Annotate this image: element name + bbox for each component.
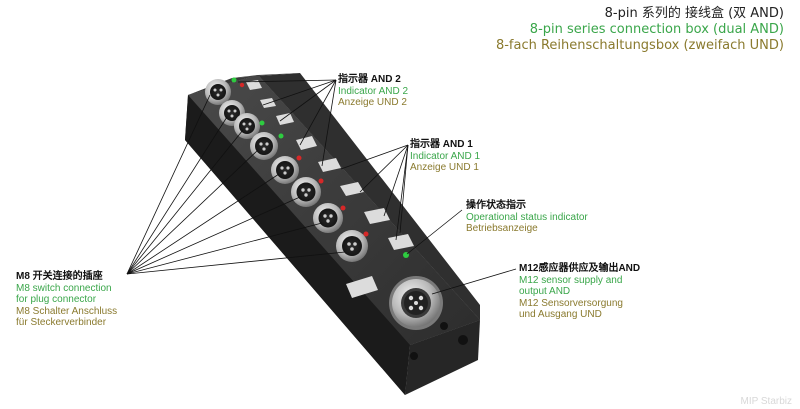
label-status-en: Operational status indicator bbox=[466, 211, 588, 223]
led-red bbox=[318, 178, 324, 184]
label-m8-de-line2: für Steckerverbinder bbox=[16, 317, 107, 328]
label-operational-status: 操作状态指示 Operational status indicator Betr… bbox=[466, 200, 588, 235]
label-status-cn: 操作状态指示 bbox=[466, 200, 526, 211]
led-red bbox=[340, 205, 346, 211]
m12-connector bbox=[389, 276, 443, 330]
label-m12-sensor: M12感应器供应及输出AND M12 sensor supply and out… bbox=[519, 263, 640, 321]
label-m8-en-line2: for plug connector bbox=[16, 294, 97, 305]
label-status-de: Betriebsanzeige bbox=[466, 223, 538, 234]
box-end-face bbox=[188, 73, 300, 95]
m8-socket-4 bbox=[250, 132, 278, 160]
label-indicator-and-2: 指示器 AND 2 Indicator AND 2 Anzeige UND 2 bbox=[338, 74, 408, 109]
m8-socket-7 bbox=[313, 203, 343, 233]
label-indicator2-cn: 指示器 AND 2 bbox=[338, 74, 401, 85]
label-m12-de-line1: M12 Sensorversorgung bbox=[519, 297, 623, 309]
title-chinese: 8-pin 系列的 接线盒 (双 AND) bbox=[604, 6, 784, 21]
led-green bbox=[278, 133, 284, 139]
m8-socket-1 bbox=[205, 79, 231, 105]
label-m8-cn: M8 开关连接的插座 bbox=[16, 271, 103, 282]
m8-socket-8 bbox=[336, 230, 368, 262]
mount-hole bbox=[410, 352, 418, 360]
m8-socket-5 bbox=[271, 156, 299, 184]
box-side-face bbox=[185, 95, 410, 395]
led-green bbox=[231, 77, 237, 83]
title-block: 8-pin 系列的 接线盒 (双 AND) 8-pin series conne… bbox=[496, 6, 784, 54]
label-m8-de-line1: M8 Schalter Anschluss bbox=[16, 305, 118, 317]
label-indicator1-en: Indicator AND 1 bbox=[410, 150, 481, 162]
label-m12-de-line2: und Ausgang UND bbox=[519, 309, 602, 320]
leader-lines bbox=[126, 79, 517, 295]
watermark: MIP Starbiz bbox=[740, 396, 793, 407]
led-red bbox=[296, 155, 302, 161]
title-german: 8-fach Reihenschaltungsbox (zweifach UND… bbox=[495, 38, 784, 53]
label-indicator1-de: Anzeige UND 1 bbox=[410, 162, 479, 173]
label-indicator2-en: Indicator AND 2 bbox=[338, 85, 409, 97]
m12-label-window bbox=[346, 276, 378, 298]
label-m12-en-line1: M12 sensor supply and bbox=[519, 274, 623, 286]
label-indicator2-de: Anzeige UND 2 bbox=[338, 97, 407, 108]
led-red bbox=[363, 231, 369, 237]
mount-hole bbox=[440, 322, 448, 330]
label-windows bbox=[246, 80, 414, 250]
title-english: 8-pin series connection box (dual AND) bbox=[529, 22, 784, 37]
led-green bbox=[259, 120, 265, 126]
label-m12-en-line2: output AND bbox=[519, 286, 571, 297]
label-m12-cn: M12感应器供应及输出AND bbox=[519, 263, 641, 274]
label-indicator-and-1: 指示器 AND 1 Indicator AND 1 Anzeige UND 1 bbox=[410, 139, 480, 174]
m8-socket-6 bbox=[291, 177, 321, 207]
mount-hole bbox=[458, 335, 468, 345]
led-indicators bbox=[231, 77, 409, 258]
label-m8-en-line1: M8 switch connection bbox=[16, 282, 112, 294]
label-indicator1-cn: 指示器 AND 1 bbox=[410, 139, 473, 150]
label-m8-switch: M8 开关连接的插座 M8 switch connection for plug… bbox=[16, 271, 117, 329]
led-red bbox=[239, 82, 245, 88]
